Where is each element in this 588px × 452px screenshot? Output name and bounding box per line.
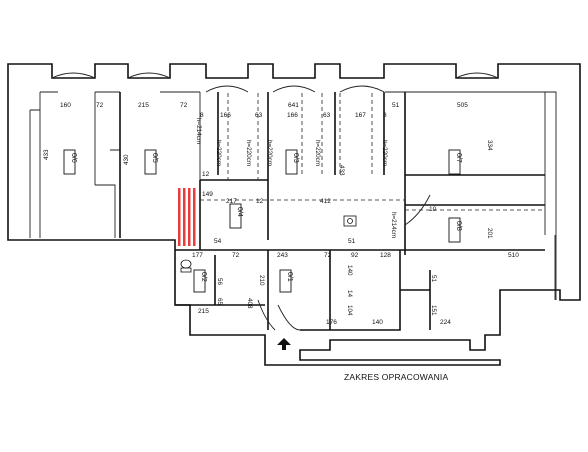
partitions — [119, 92, 545, 331]
dim-label: 408 — [246, 298, 253, 309]
dim-top: 215 — [138, 102, 149, 109]
room-label: 0/4 — [229, 203, 243, 229]
dim-top: 72 — [96, 102, 104, 109]
dim-label: 210 — [258, 275, 265, 286]
dim-label: 92 — [351, 252, 359, 259]
height-label: h=220cm — [381, 140, 388, 166]
dim-top: 72 — [180, 102, 188, 109]
height-label: h=214cm — [195, 118, 202, 144]
dim-label: 56 — [216, 278, 223, 286]
svg-text:0/3: 0/3 — [292, 153, 299, 163]
dim-sub: 166 — [220, 112, 231, 119]
dim-label: 12 — [202, 171, 210, 178]
inner-outline — [29, 91, 557, 300]
room-label: 0/5 — [144, 149, 158, 175]
svg-text:0/6: 0/6 — [70, 153, 77, 163]
height-label: h=220cm — [266, 140, 273, 166]
dim-top: 160 — [60, 102, 71, 109]
dim-label: 10 — [429, 206, 437, 213]
room-label: 0/3 — [285, 149, 299, 175]
dim-label: 104 — [346, 305, 353, 316]
dim-label: 72 — [232, 252, 240, 259]
outer-wall — [7, 63, 581, 366]
dim-top: 641 — [288, 102, 299, 109]
dim-334: 334 — [486, 140, 493, 151]
dim-430: 430 — [123, 154, 130, 165]
dim-label: 140 — [346, 265, 353, 276]
dim-label: 51 — [348, 238, 356, 245]
window-arches — [51, 72, 499, 93]
dim-201: 201 — [486, 228, 493, 239]
svg-text:0/4: 0/4 — [236, 207, 243, 217]
dim-label: 65 — [216, 298, 223, 306]
dim-label: 412 — [320, 198, 331, 205]
dim-label: 54 — [214, 238, 222, 245]
scope-label: ZAKRES OPRACOWANIA — [344, 372, 448, 382]
room-label: 0/8 — [448, 217, 462, 243]
door-swings — [257, 194, 431, 331]
dim-label: 128 — [380, 252, 391, 259]
dim-label: 151 — [430, 305, 437, 316]
dim-label: 177 — [192, 252, 203, 259]
svg-text:0/1: 0/1 — [286, 272, 293, 282]
dim-8: 8 — [200, 112, 204, 119]
dim-label: 510 — [508, 252, 519, 259]
dim-top: 505 — [457, 102, 468, 109]
room-label: 0/7 — [448, 149, 462, 175]
svg-text:0/8: 0/8 — [455, 221, 462, 231]
room-label: 0/6 — [63, 149, 77, 175]
dim-label: 149 — [202, 191, 213, 198]
dim-label: 176 — [326, 319, 337, 326]
dim-label: 72 — [324, 252, 332, 259]
dim-8: 8 — [383, 112, 387, 119]
room-label: 0/1 — [279, 269, 293, 293]
dim-label: 224 — [440, 319, 451, 326]
height-label: h=220cm — [215, 140, 222, 166]
dim-sub: 166 — [287, 112, 298, 119]
height-label: h=214cm — [390, 212, 397, 238]
dim-label: 243 — [277, 252, 288, 259]
dim-433: 433 — [338, 165, 345, 176]
svg-text:0/5: 0/5 — [151, 153, 158, 163]
height-label: h=220cm — [314, 140, 321, 166]
dim-sub: 167 — [355, 112, 366, 119]
dim-label: 140 — [372, 319, 383, 326]
sink-icon — [343, 215, 357, 227]
dim-label: 217 — [226, 198, 237, 205]
north-arrow-icon — [277, 338, 291, 350]
height-label: h=220cm — [245, 140, 252, 166]
dim-433: 433 — [43, 149, 50, 160]
corridor-dashes — [200, 93, 545, 211]
dim-label: 12 — [256, 198, 264, 205]
accent-bars — [178, 188, 196, 246]
dim-label: 51 — [430, 275, 437, 283]
svg-text:0/7: 0/7 — [455, 153, 462, 163]
room-label: 0/2 — [193, 269, 207, 293]
dim-sub: 63 — [323, 112, 331, 119]
toilet-icon — [180, 259, 192, 273]
dim-top: 51 — [392, 102, 400, 109]
dim-sub: 63 — [255, 112, 263, 119]
svg-text:0/2: 0/2 — [200, 272, 207, 282]
dim-label: 215 — [198, 308, 209, 315]
dim-label: 14 — [346, 290, 353, 298]
